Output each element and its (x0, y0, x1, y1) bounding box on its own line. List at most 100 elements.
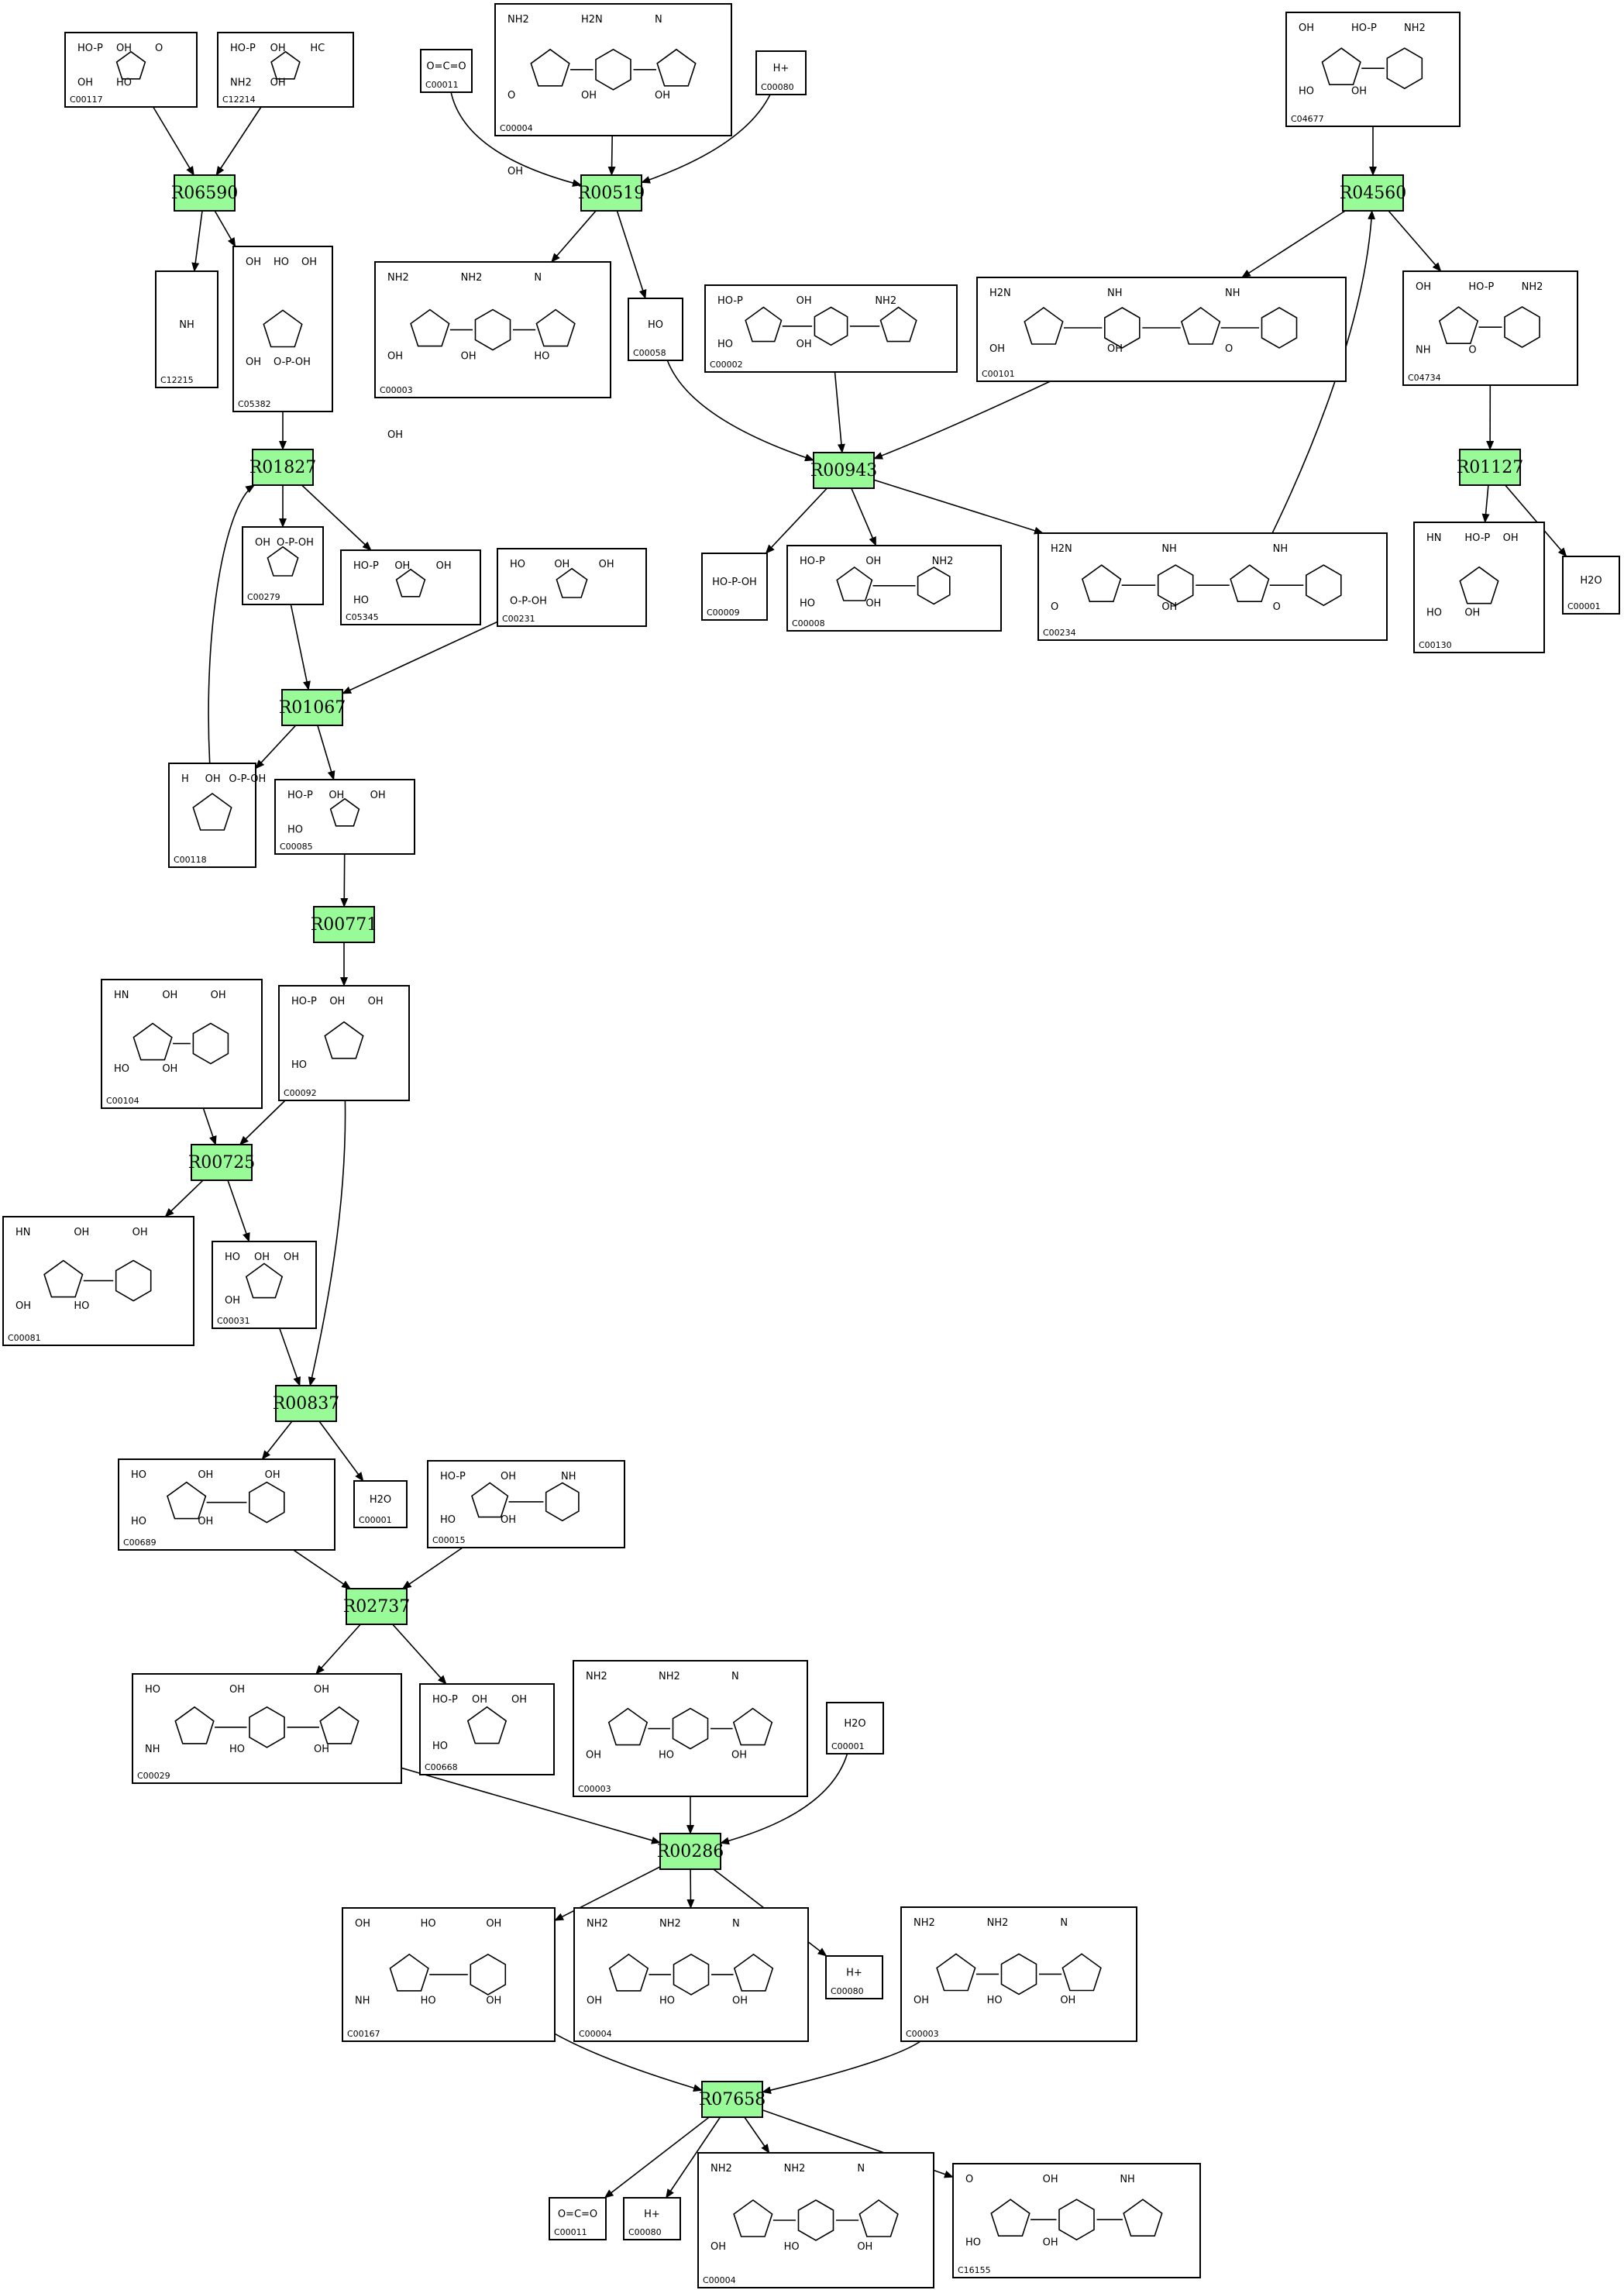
compound-box[interactable] (900, 1906, 1137, 2042)
reaction-node-r02737[interactable]: R02737 (343, 1588, 411, 1625)
reaction-node-r04560[interactable]: R04560 (1340, 174, 1407, 212)
reaction-box[interactable] (701, 2081, 763, 2118)
compound-box[interactable] (825, 1955, 883, 1999)
compound-box[interactable] (64, 32, 198, 108)
compound-box[interactable] (573, 1907, 809, 2042)
reaction-node-r00286[interactable]: R00286 (657, 1833, 724, 1870)
compound-box[interactable] (549, 2197, 607, 2240)
compound-box[interactable] (826, 1702, 884, 1755)
reaction-node-r00771[interactable]: R00771 (311, 906, 378, 943)
reaction-box[interactable] (659, 1833, 721, 1870)
compound-box[interactable] (1402, 270, 1578, 386)
compound-box[interactable] (132, 1673, 402, 1784)
compound-box[interactable] (976, 277, 1347, 382)
reaction-node-r06590[interactable]: R06590 (171, 174, 239, 212)
reaction-node-r00837[interactable]: R00837 (273, 1385, 340, 1422)
compound-box[interactable] (704, 284, 958, 373)
compound-box[interactable] (274, 779, 415, 855)
reaction-node-r01067[interactable]: R01067 (279, 689, 346, 726)
compound-box[interactable] (497, 548, 647, 627)
compound-box[interactable] (242, 526, 324, 605)
compound-box[interactable] (168, 763, 256, 868)
compound-box[interactable] (340, 549, 481, 625)
reaction-box[interactable] (313, 906, 375, 943)
compound-box[interactable] (427, 1460, 625, 1548)
compound-box[interactable] (494, 3, 732, 136)
reaction-box[interactable] (191, 1144, 253, 1181)
reaction-node-r07658[interactable]: R07658 (699, 2081, 766, 2118)
reaction-box[interactable] (1342, 174, 1404, 212)
compound-box[interactable] (278, 985, 410, 1101)
reaction-box[interactable] (813, 452, 875, 489)
compound-box[interactable] (232, 246, 333, 412)
compound-box[interactable] (1413, 522, 1545, 653)
reaction-box[interactable] (346, 1588, 408, 1625)
compound-node[interactable]: H+C00080 (825, 1955, 883, 1999)
reaction-box[interactable] (174, 174, 236, 212)
compound-node[interactable]: H+C00080 (623, 2197, 681, 2240)
compound-box[interactable] (701, 553, 768, 621)
reaction-node-r01127[interactable]: R01127 (1457, 449, 1524, 486)
compound-box[interactable] (628, 298, 683, 361)
compound-box[interactable] (155, 270, 218, 388)
compound-box[interactable] (1037, 532, 1388, 641)
compound-box[interactable] (217, 32, 354, 108)
reaction-box[interactable] (580, 174, 642, 212)
compound-box[interactable] (755, 50, 807, 95)
compound-box[interactable] (573, 1660, 808, 1797)
compound-box[interactable] (353, 1480, 408, 1528)
compound-box[interactable] (952, 2163, 1201, 2278)
reaction-box[interactable] (1459, 449, 1521, 486)
reaction-node-r01827[interactable]: R01827 (249, 449, 317, 486)
reaction-box[interactable] (281, 689, 343, 726)
reaction-box[interactable] (275, 1385, 337, 1422)
reaction-node-r00519[interactable]: R00519 (578, 174, 645, 212)
compound-box[interactable] (118, 1458, 335, 1551)
reaction-node-r00725[interactable]: R00725 (188, 1144, 256, 1181)
compound-box[interactable] (1285, 12, 1461, 127)
compound-box[interactable] (419, 1683, 555, 1775)
compound-box[interactable] (212, 1241, 317, 1329)
compound-box[interactable] (786, 545, 1002, 632)
compound-box[interactable] (623, 2197, 681, 2240)
compound-box[interactable] (697, 2152, 934, 2288)
reaction-box[interactable] (252, 449, 314, 486)
compound-box[interactable] (420, 49, 473, 93)
